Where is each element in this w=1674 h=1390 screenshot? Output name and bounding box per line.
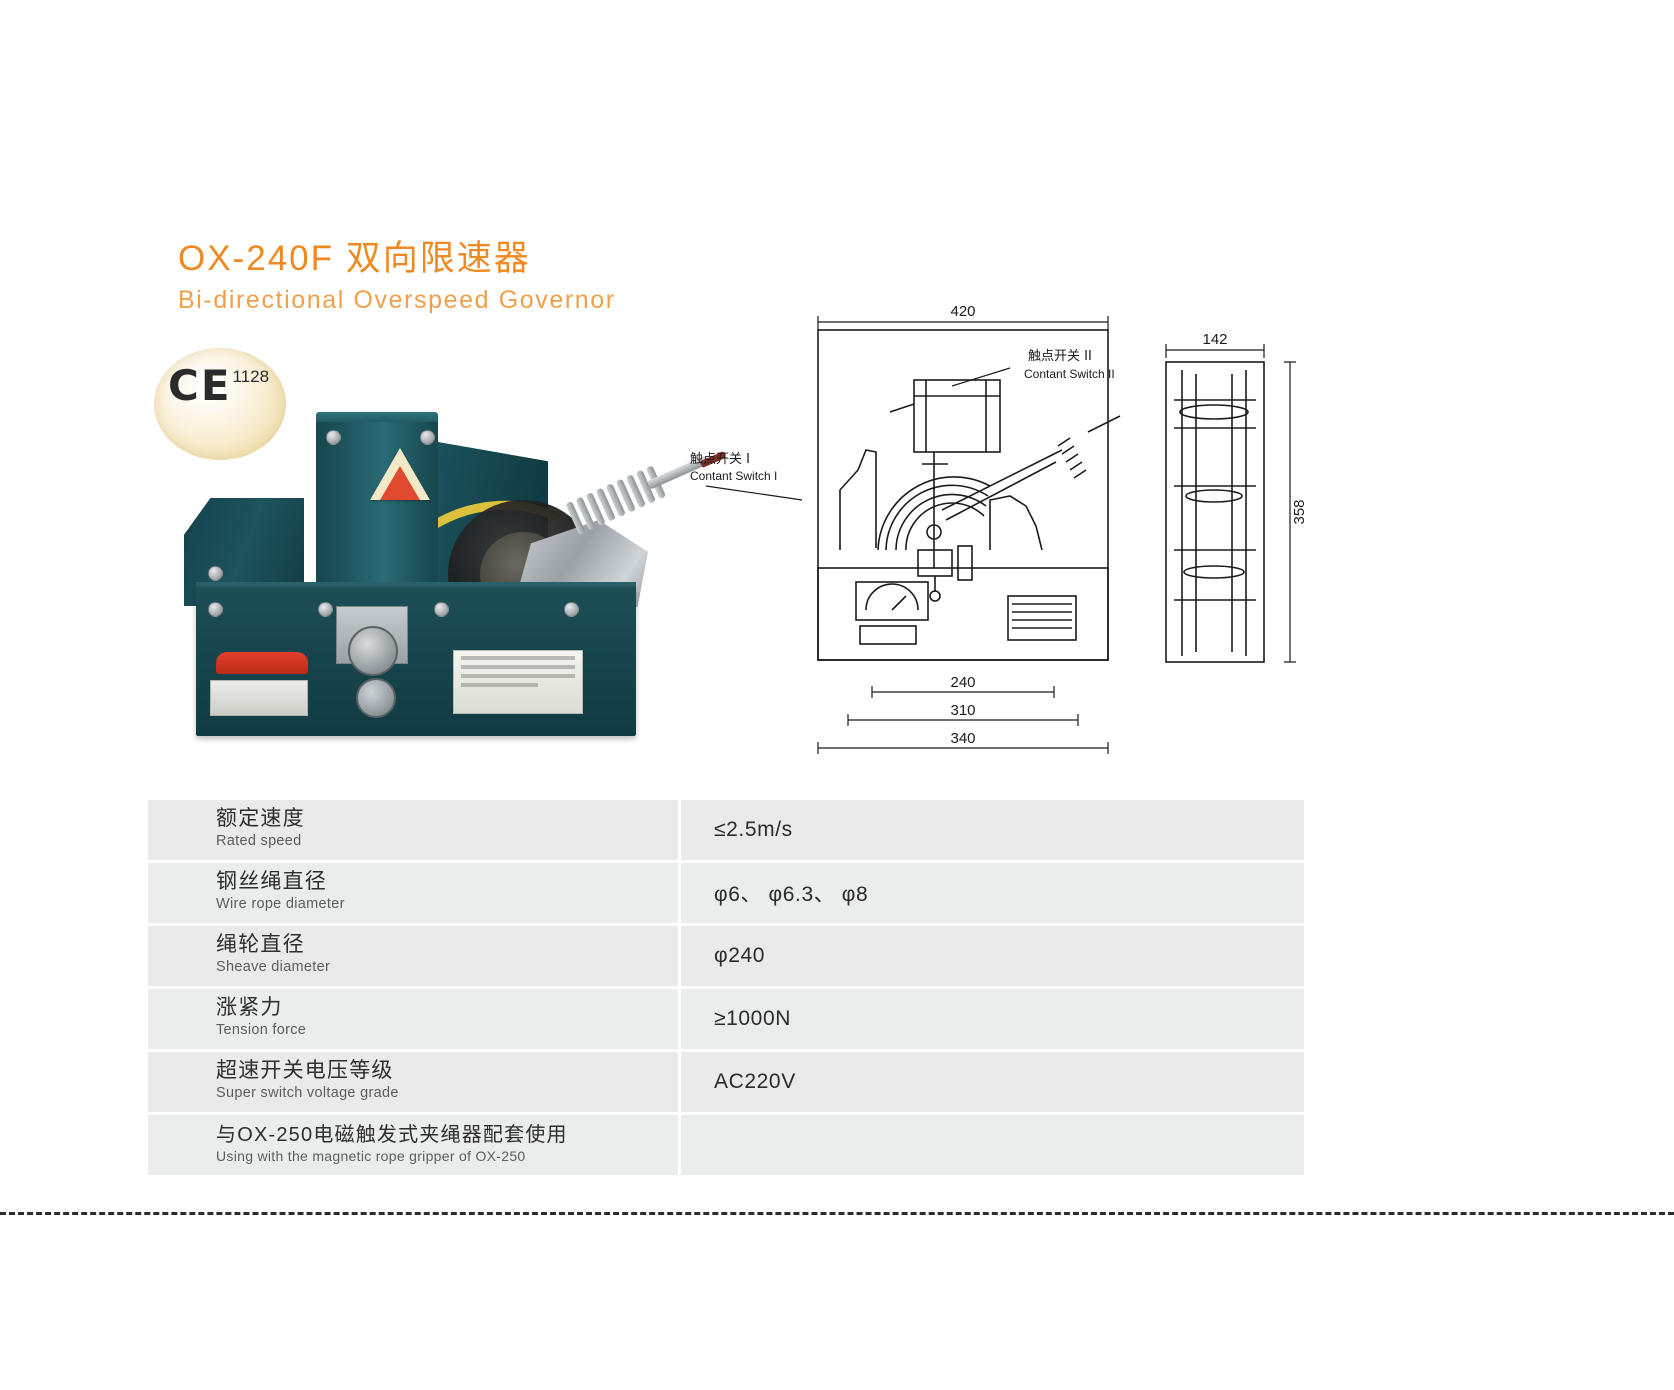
red-brand-badge: [216, 652, 308, 674]
technical-drawing: 420 240 310 340 142 358 触点开关 I Contant S…: [690, 300, 1340, 770]
product-title-en: Bi-directional Overspeed Governor: [178, 285, 616, 314]
specification-table: 额定速度 Rated speed ≤2.5m/s 钢丝绳直径 Wire rope…: [148, 800, 1304, 1178]
bolt-icon: [208, 602, 223, 617]
dimension-base-outer: 340: [950, 730, 975, 747]
spec-value: ≥1000N: [714, 1007, 792, 1030]
bolt-icon: [420, 430, 435, 445]
ce-badge-background: [154, 348, 286, 460]
silver-spec-tag: [210, 680, 308, 716]
dimension-base-mid: 310: [950, 702, 975, 719]
product-photo: C E 1128: [148, 330, 727, 770]
warning-triangle-inner-icon: [380, 466, 420, 500]
spec-label: 额定速度 Rated speed: [148, 800, 681, 860]
dimension-side-height: 358: [1291, 499, 1308, 524]
spec-label-cn: 钢丝绳直径: [216, 870, 327, 893]
spec-label-en: Sheave diameter: [216, 958, 331, 975]
ce-letter-e: E: [200, 361, 230, 410]
spec-label-en: Super switch voltage grade: [216, 1084, 399, 1101]
callout-switch2-en: Contant Switch II: [1024, 367, 1115, 381]
dimension-front-width: 420: [950, 303, 975, 320]
tension-spring: [565, 459, 680, 537]
spec-value: [681, 1115, 1304, 1175]
table-row: 绳轮直径 Sheave diameter φ240: [148, 926, 1304, 986]
spec-label-cn: 超速开关电压等级: [216, 1059, 394, 1082]
table-row: 超速开关电压等级 Super switch voltage grade AC22…: [148, 1052, 1304, 1112]
callout-switch1-cn: 触点开关 I: [690, 452, 750, 467]
table-row: 涨紧力 Tension force ≥1000N: [148, 989, 1304, 1049]
spec-label: 涨紧力 Tension force: [148, 989, 681, 1049]
page-divider: [0, 1212, 1674, 1215]
spec-value: AC220V: [714, 1070, 796, 1093]
spec-label: 与OX-250电磁触发式夹绳器配套使用 Using with the magne…: [148, 1115, 681, 1175]
spec-value: ≤2.5m/s: [714, 818, 793, 841]
bolt-icon: [208, 566, 223, 581]
bolt-icon: [318, 602, 333, 617]
dimension-base-inner: 240: [950, 674, 975, 691]
spec-value: φ240: [714, 944, 766, 967]
product-title-cn: OX-240F 双向限速器: [178, 239, 531, 278]
callout-switch1-en: Contant Switch I: [690, 469, 777, 483]
table-row: 钢丝绳直径 Wire rope diameter φ6、 φ6.3、 φ8: [148, 863, 1304, 923]
dimension-side-width: 142: [1202, 331, 1227, 348]
spec-label-en: Rated speed: [216, 832, 302, 849]
nameplate-label: [453, 650, 583, 714]
product-title-block: OX-240F 双向限速器 Bi-directional Overspeed G…: [178, 238, 616, 316]
spec-label-en: Tension force: [216, 1021, 307, 1038]
bolt-icon: [564, 602, 579, 617]
table-row: 与OX-250电磁触发式夹绳器配套使用 Using with the magne…: [148, 1115, 1304, 1175]
shaft-hub-upper: [348, 626, 398, 676]
governor-machine-illustration: [148, 330, 727, 770]
ce-number: 1128: [232, 367, 270, 386]
callout-switch2-cn: 触点开关 II: [1028, 349, 1092, 364]
spec-label-cn: 与OX-250电磁触发式夹绳器配套使用: [216, 1124, 568, 1146]
ce-mark: C E 1128: [168, 361, 270, 410]
table-row: 额定速度 Rated speed ≤2.5m/s: [148, 800, 1304, 860]
shaft-hub-lower: [356, 678, 396, 718]
spec-label-cn: 涨紧力: [216, 996, 283, 1019]
spec-label: 钢丝绳直径 Wire rope diameter: [148, 863, 681, 923]
bolt-icon: [326, 430, 341, 445]
spec-label: 超速开关电压等级 Super switch voltage grade: [148, 1052, 681, 1112]
spec-label-cn: 额定速度: [216, 807, 305, 830]
ce-letter-c: C: [168, 361, 199, 410]
spec-value: φ6、 φ6.3、 φ8: [714, 883, 869, 906]
spec-label-en: Using with the magnetic rope gripper of …: [216, 1148, 526, 1165]
bolt-icon: [434, 602, 449, 617]
machine-base-top: [196, 582, 636, 592]
spec-label-en: Wire rope diameter: [216, 895, 345, 912]
spec-label: 绳轮直径 Sheave diameter: [148, 926, 681, 986]
spec-label-cn: 绳轮直径: [216, 933, 305, 956]
